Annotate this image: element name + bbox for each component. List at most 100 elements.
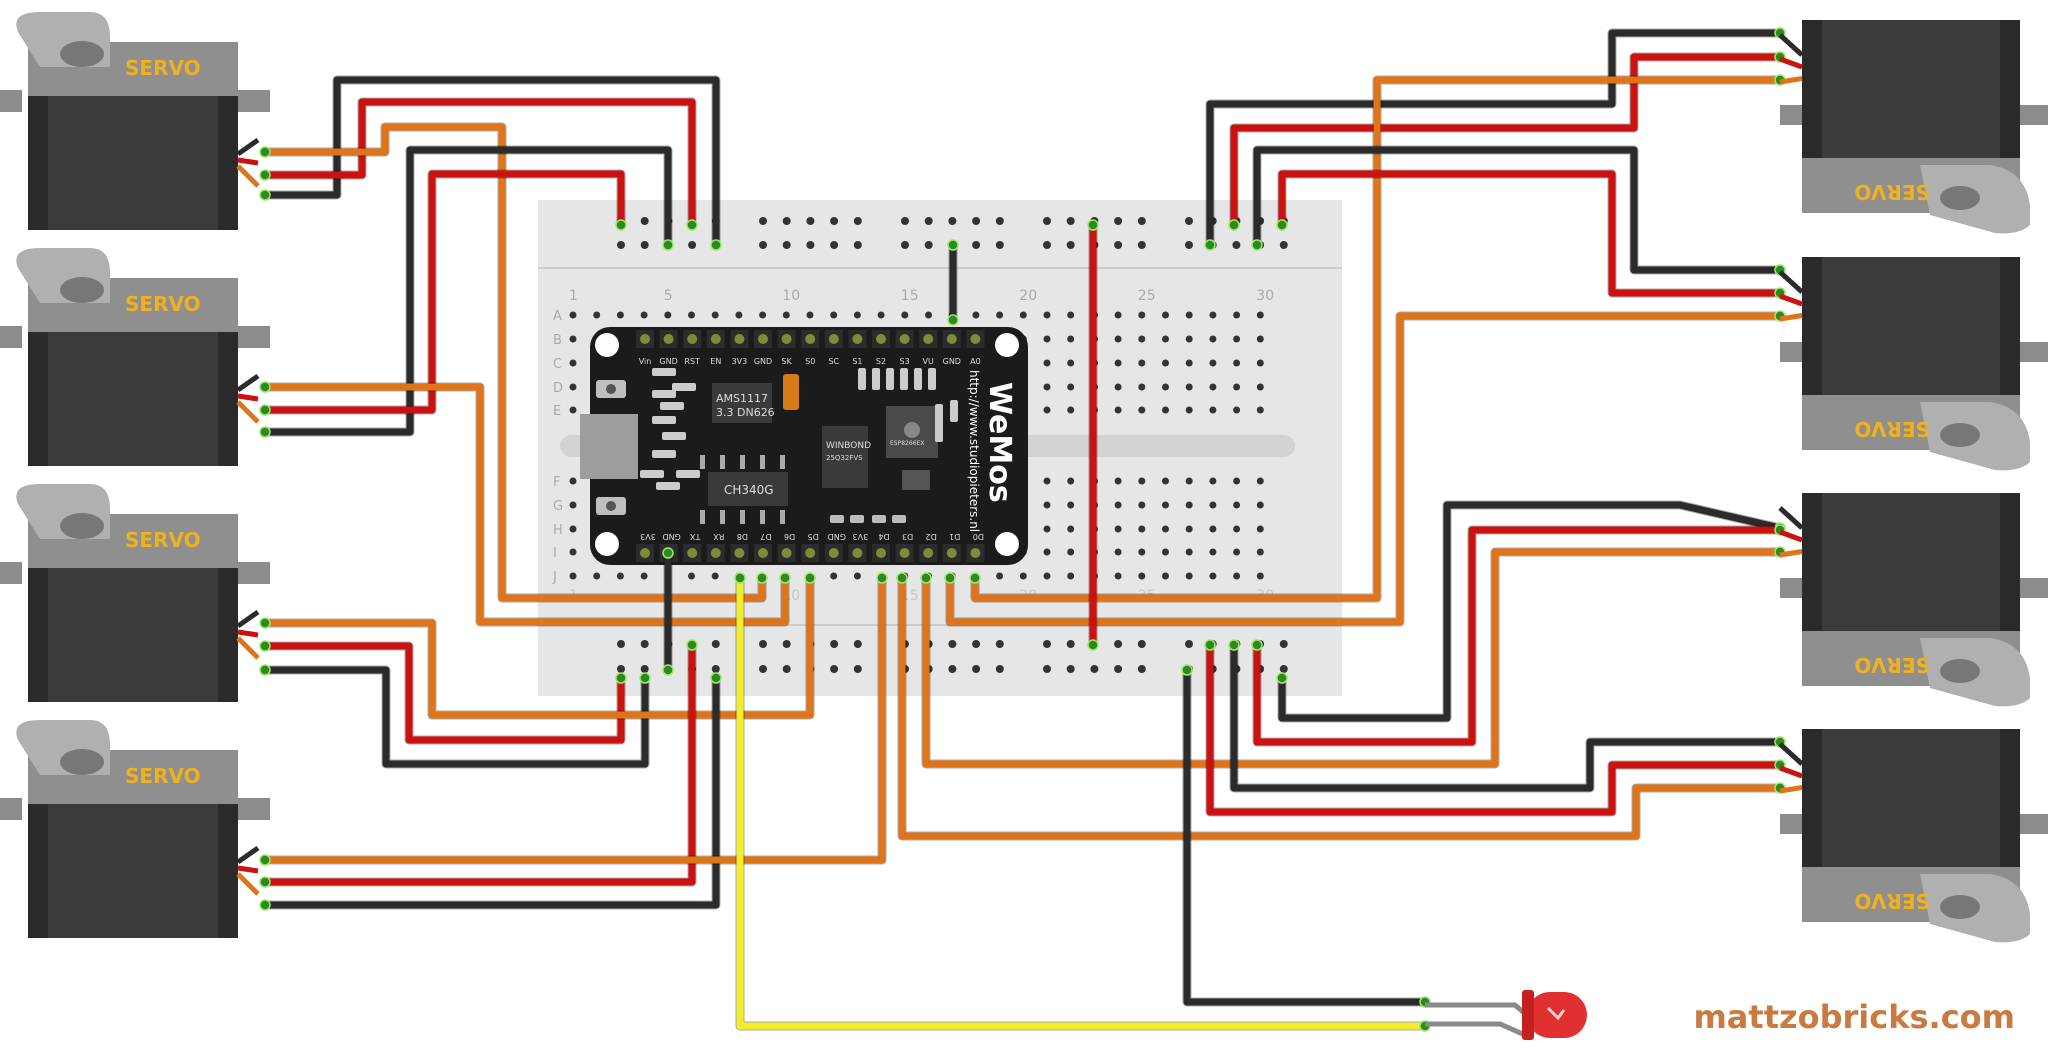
pin-label-top: SC xyxy=(828,357,839,366)
wire xyxy=(261,98,696,229)
servo-motor: SERVO xyxy=(1778,257,2048,471)
pin-label-bottom: TX xyxy=(690,532,702,541)
wire xyxy=(1183,666,1429,1006)
pin-label-top: S1 xyxy=(852,357,862,366)
pin-label-bottom: D8 xyxy=(737,532,748,541)
pin-label-bottom: D0 xyxy=(973,532,984,541)
servo-label: SERVO xyxy=(125,528,201,552)
wire xyxy=(922,548,1784,768)
row-letter: A xyxy=(553,309,562,324)
row-letter: F xyxy=(553,475,560,490)
pin-label-bottom: D3 xyxy=(902,532,913,541)
usb-connector xyxy=(580,414,638,479)
pin-label-bottom: RX xyxy=(713,532,725,541)
row-letter: H xyxy=(553,523,563,538)
wire xyxy=(261,666,649,768)
red-led xyxy=(1425,990,1587,1040)
wire xyxy=(261,574,886,864)
pin-label-top: S3 xyxy=(900,357,910,366)
servo-motor: SERVO xyxy=(1778,493,2048,707)
column-number: 30 xyxy=(1256,288,1274,304)
servo-motor: SERVO xyxy=(0,484,270,702)
pin-label-top: GND xyxy=(659,357,677,366)
servo-label: SERVO xyxy=(1854,889,1930,913)
pin-label-top: SK xyxy=(781,357,792,366)
wire xyxy=(971,76,1784,602)
wire xyxy=(1206,29,1784,249)
pin-label-top: S0 xyxy=(805,357,815,366)
usb-chip-label: CH340G xyxy=(724,483,774,497)
pin-label-bottom: 3V3 xyxy=(853,532,869,541)
wire xyxy=(1253,526,1784,746)
wire xyxy=(261,574,814,719)
wire xyxy=(1206,641,1784,816)
column-number: 5 xyxy=(664,288,673,304)
column-number: 10 xyxy=(782,288,800,304)
row-letter: B xyxy=(553,333,562,348)
regulator-label-1: AMS1117 xyxy=(716,392,768,405)
board-url: http://www.studiopieters.nl xyxy=(967,370,981,532)
servo-motor: SERVO xyxy=(1778,20,2048,234)
servo-label: SERVO xyxy=(1854,180,1930,204)
servo-label: SERVO xyxy=(125,292,201,316)
pin-label-top: VU xyxy=(923,357,934,366)
wire xyxy=(946,312,1784,626)
servo-motor: SERVO xyxy=(1778,729,2048,943)
pin-label-bottom: D5 xyxy=(808,532,819,541)
pin-label-top: Vin xyxy=(639,357,652,366)
board-logo: WeMos xyxy=(982,382,1017,503)
wire xyxy=(261,642,625,744)
usb-chip xyxy=(708,472,788,506)
pin-label-top: 3V3 xyxy=(732,357,748,366)
row-letter: G xyxy=(553,499,563,514)
pin-label-top: GND xyxy=(754,357,772,366)
wire xyxy=(898,574,1784,840)
pin-label-bottom: GND xyxy=(828,532,846,541)
wire xyxy=(261,170,625,414)
wire xyxy=(1230,53,1784,229)
servo-label: SERVO xyxy=(1854,653,1930,677)
wire xyxy=(261,383,789,626)
wire xyxy=(1253,146,1784,274)
servos: SERVO SERVO SERVO SERVO SERVO SERVO SERVO SERVO xyxy=(0,12,2048,943)
pin-label-bottom: D4 xyxy=(878,532,889,541)
pin-labels: Vin3V3GNDGNDRSTTXENRX3V3D8GNDD7SKD6S0D5S… xyxy=(636,330,985,562)
servo-motor: SERVO xyxy=(0,248,270,466)
wire xyxy=(1230,641,1784,792)
pin-label-top: A0 xyxy=(970,357,981,366)
wire xyxy=(1278,501,1784,722)
watermark: mattzobricks.com xyxy=(1693,998,2015,1036)
pin-label-top: RST xyxy=(684,357,700,366)
row-letter: E xyxy=(553,404,561,419)
row-letter: D xyxy=(553,381,563,396)
pin-label-bottom: 3V3 xyxy=(640,532,656,541)
wire xyxy=(261,674,720,909)
pin-label-bottom: GND xyxy=(662,532,680,541)
pin-label-bottom: D6 xyxy=(784,532,795,541)
wire xyxy=(261,641,696,886)
wire xyxy=(261,146,672,436)
wires xyxy=(259,27,1786,1032)
wire xyxy=(261,123,766,602)
column-number: 20 xyxy=(1019,288,1037,304)
pin-label-bottom: D2 xyxy=(926,532,937,541)
servo-motor: SERVO xyxy=(0,720,270,938)
regulator-chip xyxy=(712,383,772,423)
column-number: 15 xyxy=(901,288,919,304)
flash-label-1: WINBOND xyxy=(826,441,871,451)
wire xyxy=(1278,170,1784,297)
servo-motor: SERVO xyxy=(0,12,270,230)
row-letter: J xyxy=(552,570,557,585)
column-number: 25 xyxy=(1138,288,1156,304)
wire-shadow xyxy=(1277,500,1785,723)
wire xyxy=(261,76,720,249)
pin-label-top: S2 xyxy=(876,357,886,366)
servo-label: SERVO xyxy=(125,764,201,788)
pin-label-bottom: D7 xyxy=(760,532,771,541)
servo-label: SERVO xyxy=(1854,417,1930,441)
wire-shadow xyxy=(1277,169,1785,298)
servo-label: SERVO xyxy=(125,56,201,80)
